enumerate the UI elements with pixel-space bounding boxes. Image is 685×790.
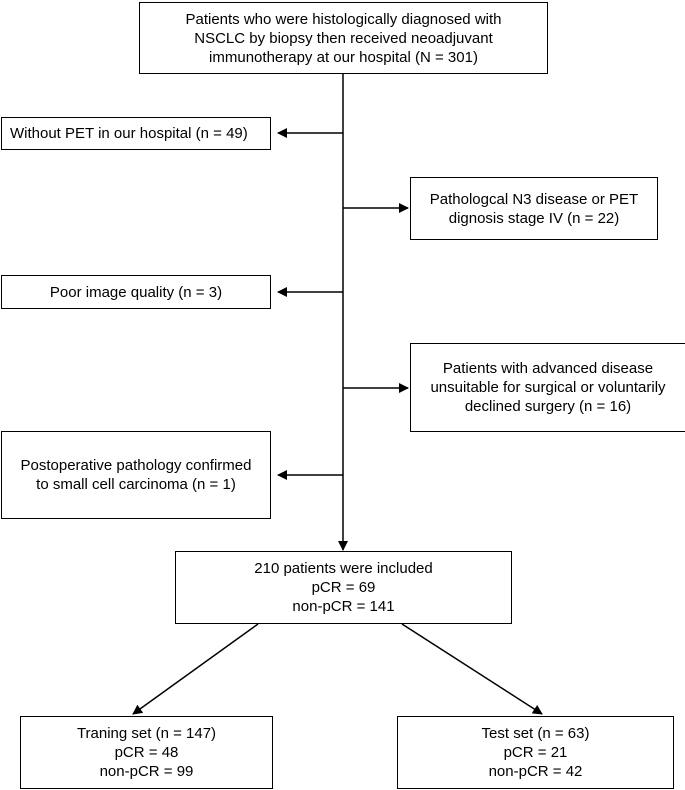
- test-line-1: Test set (n = 63): [481, 725, 590, 742]
- included-line-2: pCR = 69: [311, 579, 376, 596]
- excl-n3-line-2: dignosis stage IV (n = 22): [448, 209, 620, 227]
- included-line-1: 210 patients were included: [254, 560, 433, 577]
- excl-n3-line-1: Pathologcal N3 disease or PET: [429, 190, 639, 208]
- training-line-2: pCR = 48: [114, 744, 179, 761]
- start-box: Patients who were histologically diagnos…: [139, 2, 548, 74]
- test-set-box: Test set (n = 63) pCR = 21 non-pCR = 42: [397, 716, 674, 789]
- test-line-2: pCR = 21: [503, 744, 568, 761]
- excl-advanced-box: Patients with advanced disease unsuitabl…: [410, 343, 685, 432]
- arrow-to-training: [132, 623, 259, 715]
- training-set-box: Traning set (n = 147) pCR = 48 non-pCR =…: [20, 716, 273, 789]
- excl-pet-line-1: Without PET in our hospital (n = 49): [10, 125, 248, 142]
- excl-smallcell-box: Postoperative pathology confirmed to sma…: [1, 431, 271, 519]
- test-line-3: non-pCR = 42: [488, 763, 583, 780]
- excl-advanced-line-1: Patients with advanced disease: [442, 360, 654, 377]
- excl-n3-box: Pathologcal N3 disease or PET dignosis s…: [410, 177, 658, 240]
- start-line-1: Patients who were histologically diagnos…: [185, 10, 502, 28]
- excl-smallcell-line-1: Postoperative pathology confirmed: [20, 457, 252, 474]
- included-box: 210 patients were included pCR = 69 non-…: [175, 551, 512, 624]
- arrow-to-test: [401, 623, 543, 715]
- excl-advanced-line-2: unsuitable for surgical or voluntarily: [430, 379, 666, 396]
- training-line-1: Traning set (n = 147): [76, 725, 217, 742]
- start-line-2: NSCLC by biopsy then received neoadjuvan…: [194, 29, 493, 47]
- excl-pet-box: Without PET in our hospital (n = 49): [1, 117, 271, 150]
- included-line-3: non-pCR = 141: [292, 598, 395, 615]
- excl-quality-line-1: Poor image quality (n = 3): [49, 283, 223, 301]
- excl-quality-box: Poor image quality (n = 3): [1, 275, 271, 309]
- excl-smallcell-line-2: to small cell carcinoma (n = 1): [36, 476, 236, 493]
- start-line-3: immunotherapy at our hospital (N = 301): [209, 48, 478, 66]
- training-line-3: non-pCR = 99: [99, 763, 194, 780]
- excl-advanced-line-3: declined surgery (n = 16): [464, 398, 632, 415]
